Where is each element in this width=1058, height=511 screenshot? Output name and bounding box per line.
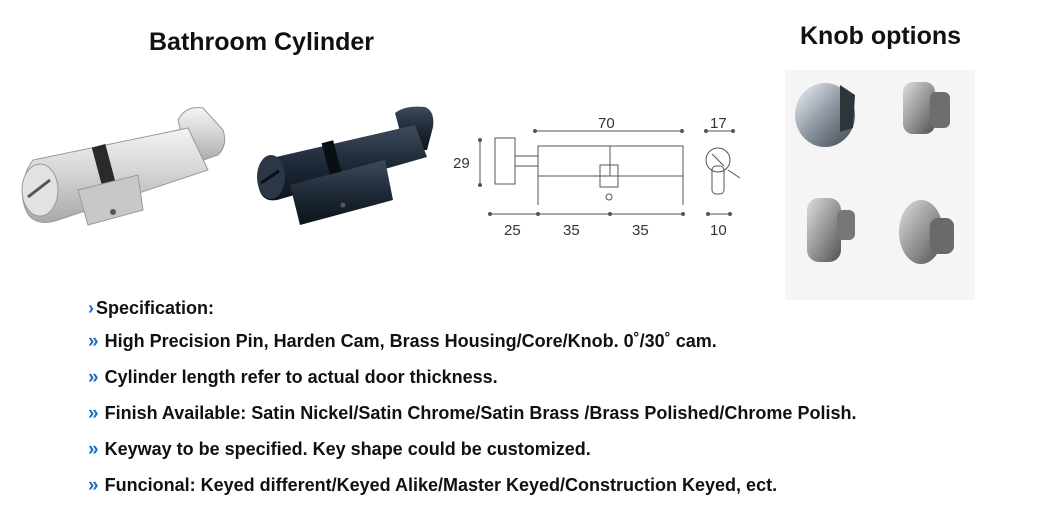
spec-item: »Cylinder length refer to actual door th… [88, 367, 498, 388]
spec-item: »Funcional: Keyed different/Keyed Alike/… [88, 475, 778, 496]
dim-left-35: 35 [563, 222, 580, 239]
page-title: Bathroom Cylinder [149, 28, 375, 56]
spec-item: »Keyway to be specified. Key shape could… [88, 439, 591, 460]
knob-round-chrome [795, 83, 855, 147]
dimension-drawing: 70 17 29 25 35 35 10 [453, 115, 741, 239]
specification-heading: ›Specification: [88, 298, 215, 318]
dim-width-10: 10 [710, 222, 727, 239]
specification-section: ›Specification: »High Precision Pin, Har… [88, 296, 1048, 509]
double-chevron-icon: » [88, 475, 99, 496]
double-chevron-icon: » [88, 439, 99, 460]
knob-options-title: Knob options [800, 22, 962, 50]
black-cylinder-image [257, 106, 434, 225]
double-chevron-icon: » [88, 367, 99, 388]
silver-cylinder-image [21, 107, 226, 226]
knob-flat-satin [903, 82, 950, 134]
double-chevron-icon: » [88, 331, 99, 352]
knob-pill-satin [807, 198, 855, 262]
dim-right-35: 35 [632, 222, 649, 239]
chevron-right-icon: › [88, 298, 94, 318]
knob-options-image [785, 70, 975, 300]
double-chevron-icon: » [88, 403, 99, 424]
dim-height-29: 29 [453, 155, 470, 172]
dim-knob-25: 25 [504, 222, 521, 239]
dim-width-17: 17 [710, 115, 727, 132]
spec-item: »Finish Available: Satin Nickel/Satin Ch… [88, 403, 857, 424]
spec-item: »High Precision Pin, Harden Cam, Brass H… [88, 331, 717, 352]
dim-length-70: 70 [598, 115, 615, 132]
knob-oval-satin [899, 200, 954, 264]
